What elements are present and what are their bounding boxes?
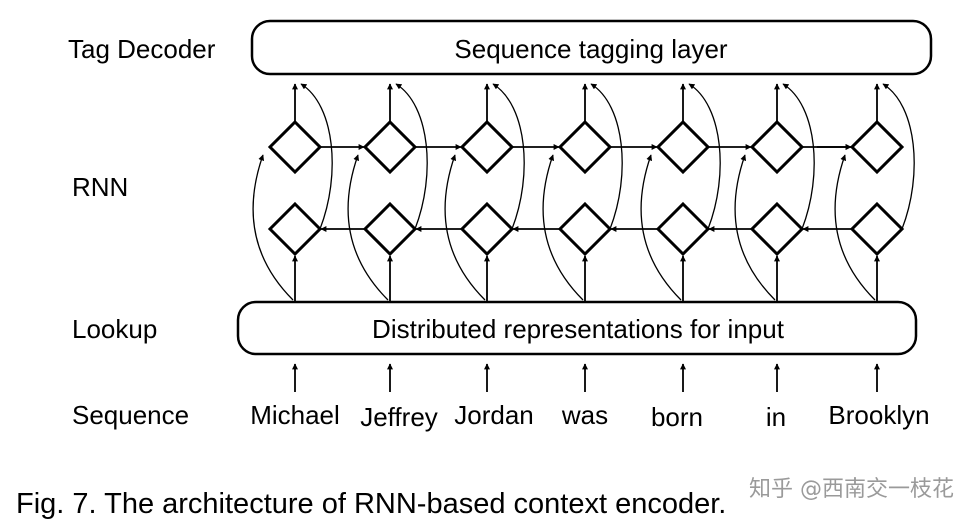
backward-rnn-cell-1 [362,201,418,257]
backward-rnn-cell-3 [557,201,613,257]
skip-curve-decoder-6 [882,83,915,230]
skip-curve-lookup-2 [444,154,486,301]
skip-curve-decoder-1 [395,83,428,230]
backward-rnn-cell-4 [655,201,711,257]
sequence-tagging-label: Sequence tagging layer [454,34,728,64]
word-michael: Michael [250,400,340,430]
skip-curve-lookup-5 [734,154,776,301]
skip-curve-decoder-0 [300,83,333,230]
label-sequence: Sequence [72,400,189,430]
forward-rnn-cell-1 [362,119,418,175]
word-in: in [766,402,786,432]
distributed-representations-label: Distributed representations for input [372,314,785,344]
forward-rnn-cell-3 [557,119,613,175]
skip-curve-decoder-2 [492,83,525,230]
skip-curve-lookup-1 [347,154,389,301]
forward-rnn-cell-6 [849,119,905,175]
word-brooklyn: Brooklyn [828,400,929,430]
word-was: was [561,400,608,430]
backward-rnn-cell-6 [849,201,905,257]
skip-curve-lookup-6 [834,154,876,301]
word-born: born [651,402,703,432]
skip-curve-decoder-3 [590,83,623,230]
label-rnn: RNN [72,172,128,202]
label-lookup: Lookup [72,314,157,344]
sequence-words: Michael Jeffrey Jordan was born in Brook… [250,400,929,432]
distributed-representations-box [236,300,918,356]
backward-rnn-cell-2 [459,201,515,257]
rnn-network [252,83,915,392]
skip-curve-lookup-4 [640,154,682,301]
label-tag-decoder: Tag Decoder [68,34,216,64]
backward-rnn-cell-0 [267,201,323,257]
skip-curve-lookup-3 [542,154,584,301]
watermark: 知乎 @西南交一枝花 [749,477,954,502]
sequence-tagging-box [250,19,933,76]
forward-rnn-cell-0 [267,119,323,175]
skip-curve-decoder-5 [782,83,815,230]
word-jordan: Jordan [454,400,534,430]
skip-curve-lookup-0 [252,154,294,301]
forward-rnn-cell-4 [655,119,711,175]
forward-rnn-cell-2 [459,119,515,175]
figure-caption: Fig. 7. The architecture of RNN-based co… [16,488,726,520]
skip-curve-decoder-4 [688,83,721,230]
backward-rnn-cell-5 [749,201,805,257]
word-jeffrey: Jeffrey [360,402,438,432]
forward-rnn-cell-5 [749,119,805,175]
